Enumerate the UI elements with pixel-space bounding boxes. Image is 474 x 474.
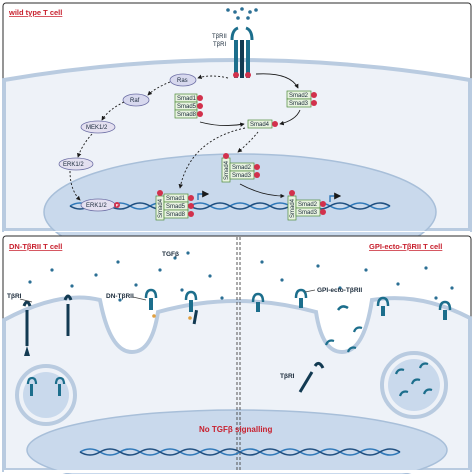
smad4-cytoplasm: Smad4 [247, 119, 278, 129]
label-smad4-nuc-left: Smad4 [158, 198, 164, 218]
label-smad1-top: Smad1 [177, 96, 197, 102]
label-gpi-ecto-tbrii: GPI-ecto-TβRII [317, 287, 362, 294]
dna-strand-bottom [79, 448, 401, 456]
arrow-receptor-to-smad23 [255, 73, 299, 89]
label-smad8-nuc: Smad8 [166, 212, 186, 218]
label-tbrii: TβRII [212, 34, 227, 40]
arrow-smad-to-nucleus-mid [237, 131, 259, 153]
label-dn-tbrii: DN-TβRII [106, 293, 134, 300]
smad23-cytoplasm: Smad2 Smad3 [286, 90, 317, 108]
smad158-cytoplasm: Smad1 Smad5 Smad8 [174, 93, 203, 119]
arrow-to-dna-right [239, 183, 285, 199]
svg-text:P: P [116, 203, 119, 208]
endosome-gpi [380, 351, 448, 419]
label-smad4-nuc-right: Smad4 [290, 198, 296, 218]
raf-node: Raf [122, 93, 150, 107]
mek-node: MEK1/2 [80, 120, 116, 134]
arrow-smad158-to-smad4 [199, 121, 245, 127]
mapk-arrows [69, 74, 229, 201]
gpi-receptors [251, 288, 452, 393]
label-smad3-nuc-right: Smad3 [298, 210, 318, 216]
label-mek: MEK1/2 [86, 125, 108, 131]
label-tbri-gpi: TβRI [280, 373, 295, 380]
label-smad8-top: Smad8 [177, 112, 197, 118]
label-smad2-nuc-mid: Smad2 [232, 165, 252, 171]
label-tgfb: TGFβ [162, 251, 179, 258]
panel-wild-type: wild type T cell TβRII TβRI Ras Raf [2, 2, 472, 271]
label-smad4-nuc-mid: Smad4 [224, 160, 230, 180]
nuclear-complex-right: Smad4 Smad2 Smad3 [287, 190, 342, 221]
label-smad3-nuc-mid: Smad3 [232, 173, 252, 179]
nuclear-complex-left: Smad4 Smad1 Smad5 Smad8 [155, 190, 210, 221]
arrow-smad23-to-smad4 [279, 109, 301, 126]
dn-receptors [22, 288, 199, 356]
label-smad3-top: Smad3 [289, 101, 309, 107]
label-smad5-top: Smad5 [177, 104, 197, 110]
dna-strand [69, 202, 391, 210]
label-erk-cytoplasm: ERK1/2 [63, 162, 84, 168]
panel-title-wild-type: wild type T cell [8, 8, 62, 17]
arrow-smad-to-nucleus-left [178, 127, 246, 189]
label-tbri-dn: TβRI [7, 293, 22, 300]
erk-node-cytoplasm: ERK1/2 [58, 157, 94, 171]
label-smad5-nuc: Smad5 [166, 204, 186, 210]
tgfb-ligands-bottom [28, 251, 454, 302]
ras-node: Ras [169, 73, 197, 87]
no-signalling-text: No TGFβ signalling [199, 425, 272, 434]
label-tbri: TβRI [213, 42, 226, 48]
label-erk-nucleus: ERK1/2 [86, 203, 107, 209]
label-smad4-mid: Smad4 [250, 122, 270, 128]
label-raf: Raf [130, 98, 140, 104]
label-ras: Ras [177, 78, 188, 84]
panel-title-dn: DN-TβRII T cell [9, 242, 62, 251]
label-smad2-top: Smad2 [289, 93, 309, 99]
erk-node-nucleus: ERK1/2 P [80, 198, 120, 212]
label-smad2-nuc-right: Smad2 [298, 202, 318, 208]
panel-title-gpi: GPI-ecto-TβRII T cell [369, 242, 442, 251]
panel-bottom: DN-TβRII T cell GPI-ecto-TβRII T cell TG… [2, 235, 472, 474]
endosome-dn [15, 364, 77, 426]
label-smad1-nuc: Smad1 [166, 196, 186, 202]
receptor-complex [230, 26, 254, 78]
tgfb-ligands-top [226, 7, 258, 20]
nuclear-complex-middle: Smad4 Smad2 Smad3 [221, 153, 260, 183]
